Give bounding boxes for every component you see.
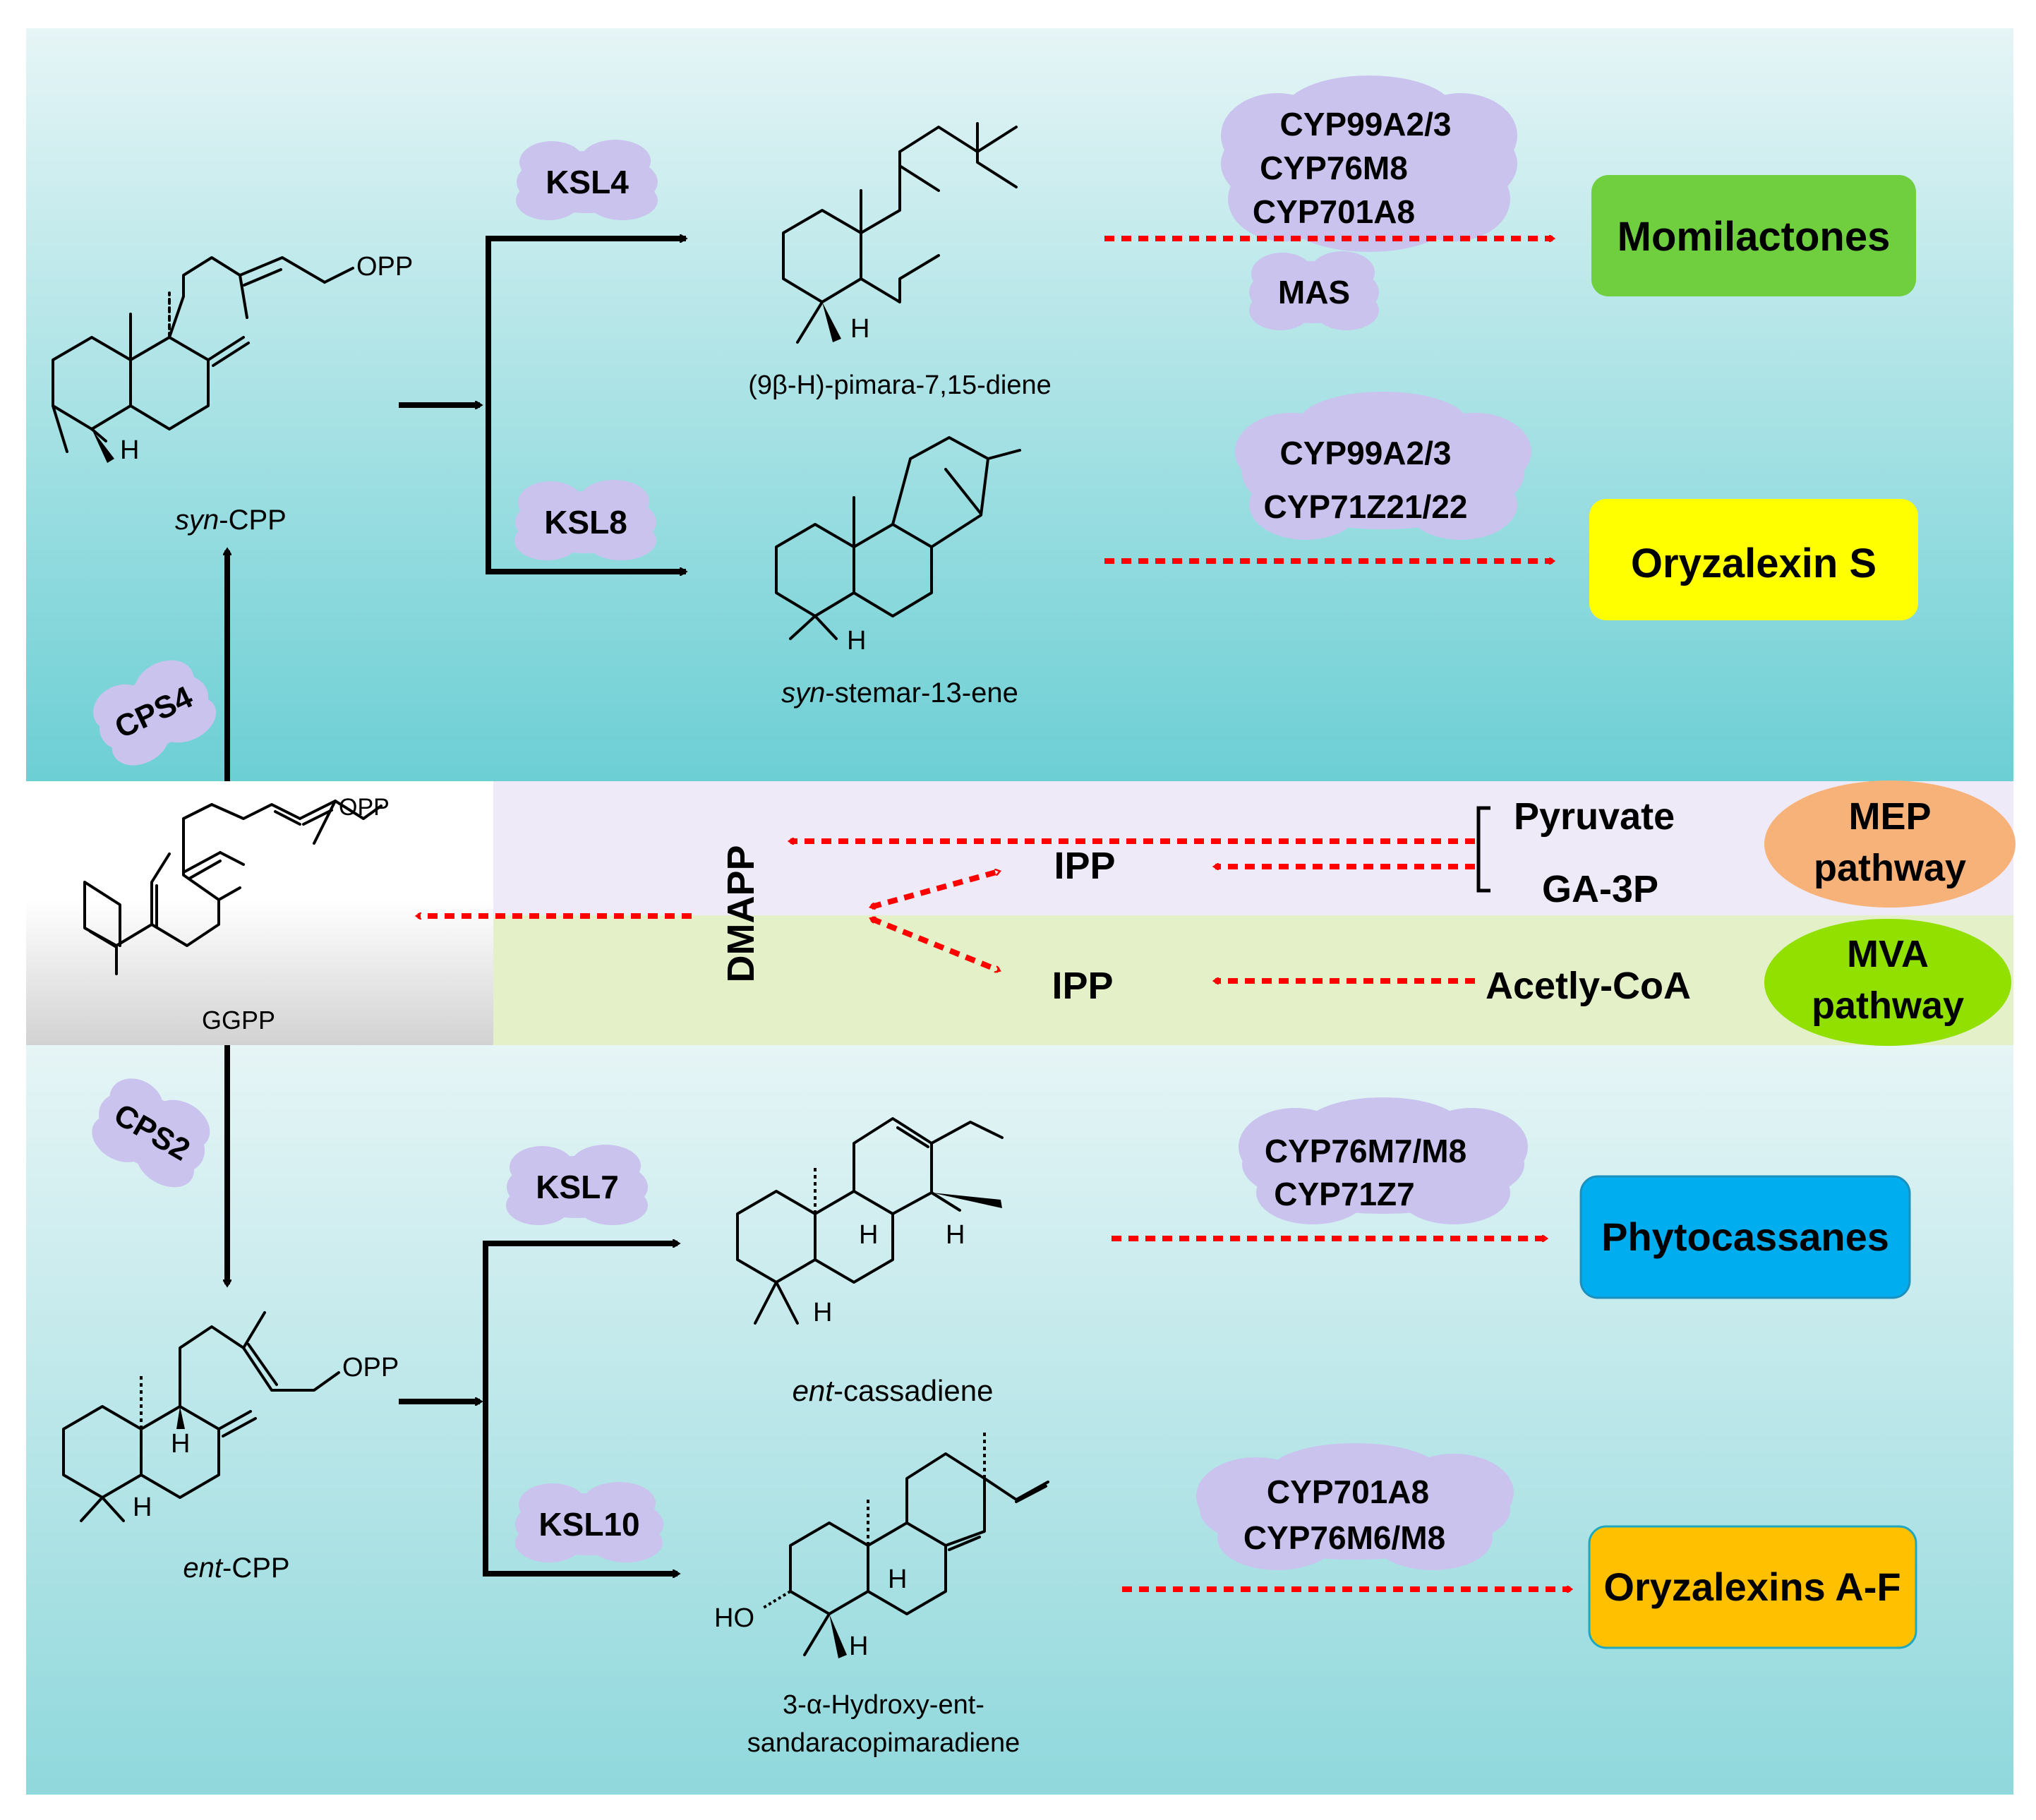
- cyp-momilactones-3: CYP701A8: [1253, 193, 1415, 230]
- ksl10-cloud: KSL10: [515, 1482, 663, 1562]
- mep-pathway-ellipse: MEP pathway: [1764, 781, 2016, 908]
- ent-cpp-h1: H: [171, 1429, 190, 1459]
- ent-panel-background: [26, 1045, 2013, 1795]
- sandaraco-ho: HO: [714, 1603, 754, 1633]
- ent-cassadiene-methyl-wedge: [932, 1193, 1002, 1208]
- ksl4-cloud: KSL4: [516, 140, 658, 220]
- stemarene-h: H: [847, 626, 866, 656]
- oryzalexin-s-box: Oryzalexin S: [1589, 499, 1918, 620]
- momilactones-box: Momilactones: [1591, 175, 1916, 296]
- ent-cpp-wedge-bond: [176, 1406, 185, 1429]
- cyp-cloud-oryzalexins-af: [1196, 1443, 1514, 1570]
- ipp-mep-label: IPP: [1054, 845, 1115, 887]
- ksl7-cloud: KSL7: [506, 1145, 648, 1225]
- pimaradiene-structure: [782, 122, 1018, 344]
- pimaradiene-wedge-bond: [822, 302, 841, 342]
- cyp-phytocassanes-2: CYP71Z7: [1274, 1176, 1414, 1212]
- cyp-phytocassanes-1: CYP76M7/M8: [1265, 1133, 1466, 1169]
- svg-text:Momilactones: Momilactones: [1618, 214, 1891, 260]
- ent-cpp-structure: [62, 1311, 340, 1522]
- stemarene-structure: [775, 436, 1021, 640]
- arrow-dmapp-ipp-lower: [872, 919, 999, 970]
- sandaraco-wedge: [829, 1614, 847, 1658]
- svg-text:MAS: MAS: [1278, 274, 1350, 311]
- ga3p-label: GA-3P: [1542, 868, 1658, 910]
- oryzalexins-af-box: Oryzalexins A-F: [1588, 1525, 1917, 1649]
- sandaraco-h1: H: [888, 1565, 907, 1594]
- cyp-momilactones-2: CYP76M8: [1260, 150, 1408, 186]
- ggpp-label: GGPP: [202, 1006, 275, 1035]
- cyp-momilactones-1: CYP99A2/3: [1280, 106, 1452, 143]
- ent-cpp-label: ent-CPP: [183, 1553, 289, 1584]
- svg-text:KSL7: KSL7: [536, 1169, 619, 1205]
- cyp-cloud-momilactones: [1221, 76, 1517, 252]
- ent-cassadiene-h1: H: [859, 1220, 878, 1250]
- ent-cassadiene-h3: H: [813, 1298, 832, 1327]
- stemarene-label: syn-stemar-13-ene: [781, 677, 1018, 709]
- pimaradiene-h: H: [850, 314, 869, 344]
- ggpp-opp: OPP: [339, 794, 390, 821]
- cyp-oryzalexin-s-2: CYP71Z21/22: [1264, 488, 1468, 525]
- syn-panel-background: [26, 28, 2013, 781]
- svg-text:Oryzalexin S: Oryzalexin S: [1631, 541, 1877, 586]
- ent-cpp-opp: OPP: [342, 1353, 399, 1382]
- cps2-cloud: CPS2: [92, 1078, 210, 1188]
- svg-text:Phytocassanes: Phytocassanes: [1601, 1215, 1889, 1259]
- acetyl-coa-label: Acetly-CoA: [1486, 965, 1691, 1007]
- cyp-oryzalexin-s-1: CYP99A2/3: [1280, 435, 1452, 471]
- syn-cpp-wedge-bond: [92, 429, 114, 463]
- svg-text:KSL10: KSL10: [538, 1506, 639, 1543]
- ent-cassadiene-structure: [736, 1117, 1004, 1325]
- ksl8-cloud: KSL8: [514, 480, 656, 560]
- svg-text:MEP: MEP: [1848, 795, 1931, 838]
- svg-text:pathway: pathway: [1812, 984, 1964, 1027]
- phytocassanes-box: Phytocassanes: [1579, 1175, 1911, 1299]
- mas-cloud: MAS: [1249, 251, 1379, 330]
- ggpp-structure: [83, 800, 382, 975]
- ent-cpp-h2: H: [133, 1493, 152, 1522]
- hydroxy-sandaracopimaradiene-structure: [789, 1452, 1049, 1656]
- mva-pathway-ellipse: MVA pathway: [1764, 919, 2011, 1046]
- svg-text:Oryzalexins A-F: Oryzalexins A-F: [1603, 1565, 1901, 1609]
- svg-text:pathway: pathway: [1814, 847, 1966, 889]
- ent-cassadiene-h2: H: [946, 1220, 965, 1250]
- cyp-cloud-phytocassanes: [1239, 1097, 1528, 1224]
- arrow-dmapp-ipp-upper: [872, 872, 999, 907]
- ipp-mva-label: IPP: [1052, 965, 1113, 1007]
- cps4-cloud: CPS4: [93, 660, 217, 766]
- ent-cassadiene-label: ent-cassadiene: [793, 1374, 994, 1407]
- sandaraco-h2: H: [849, 1632, 868, 1661]
- mep-band: [493, 781, 2013, 915]
- pyruvate-ga3p-bracket: [1476, 806, 1490, 893]
- svg-text:KSL8: KSL8: [544, 504, 627, 541]
- dmapp-label: DMAPP: [720, 845, 762, 982]
- pyruvate-label: Pyruvate: [1514, 795, 1675, 838]
- syn-cpp-structure: [52, 256, 354, 453]
- cyp-oryzalexins-af-1: CYP701A8: [1267, 1474, 1429, 1510]
- svg-text:MVA: MVA: [1847, 933, 1929, 975]
- syn-cpp-h: H: [120, 435, 139, 465]
- sandaraco-dash-methyl: [867, 1433, 986, 1545]
- svg-text:KSL4: KSL4: [546, 164, 629, 200]
- syn-cpp-opp: OPP: [356, 252, 413, 282]
- cyp-cloud-oryzalexin-s: [1235, 392, 1531, 540]
- pimaradiene-label: (9β-H)-pimara-7,15-diene: [748, 370, 1051, 400]
- sandaraco-label-line1: 3-α-Hydroxy-ent-: [783, 1690, 984, 1720]
- sandaraco-label-line2: sandaracopimaradiene: [747, 1728, 1020, 1758]
- syn-cpp-label: syn-CPP: [175, 505, 287, 536]
- cyp-oryzalexins-af-2: CYP76M6/M8: [1243, 1519, 1445, 1556]
